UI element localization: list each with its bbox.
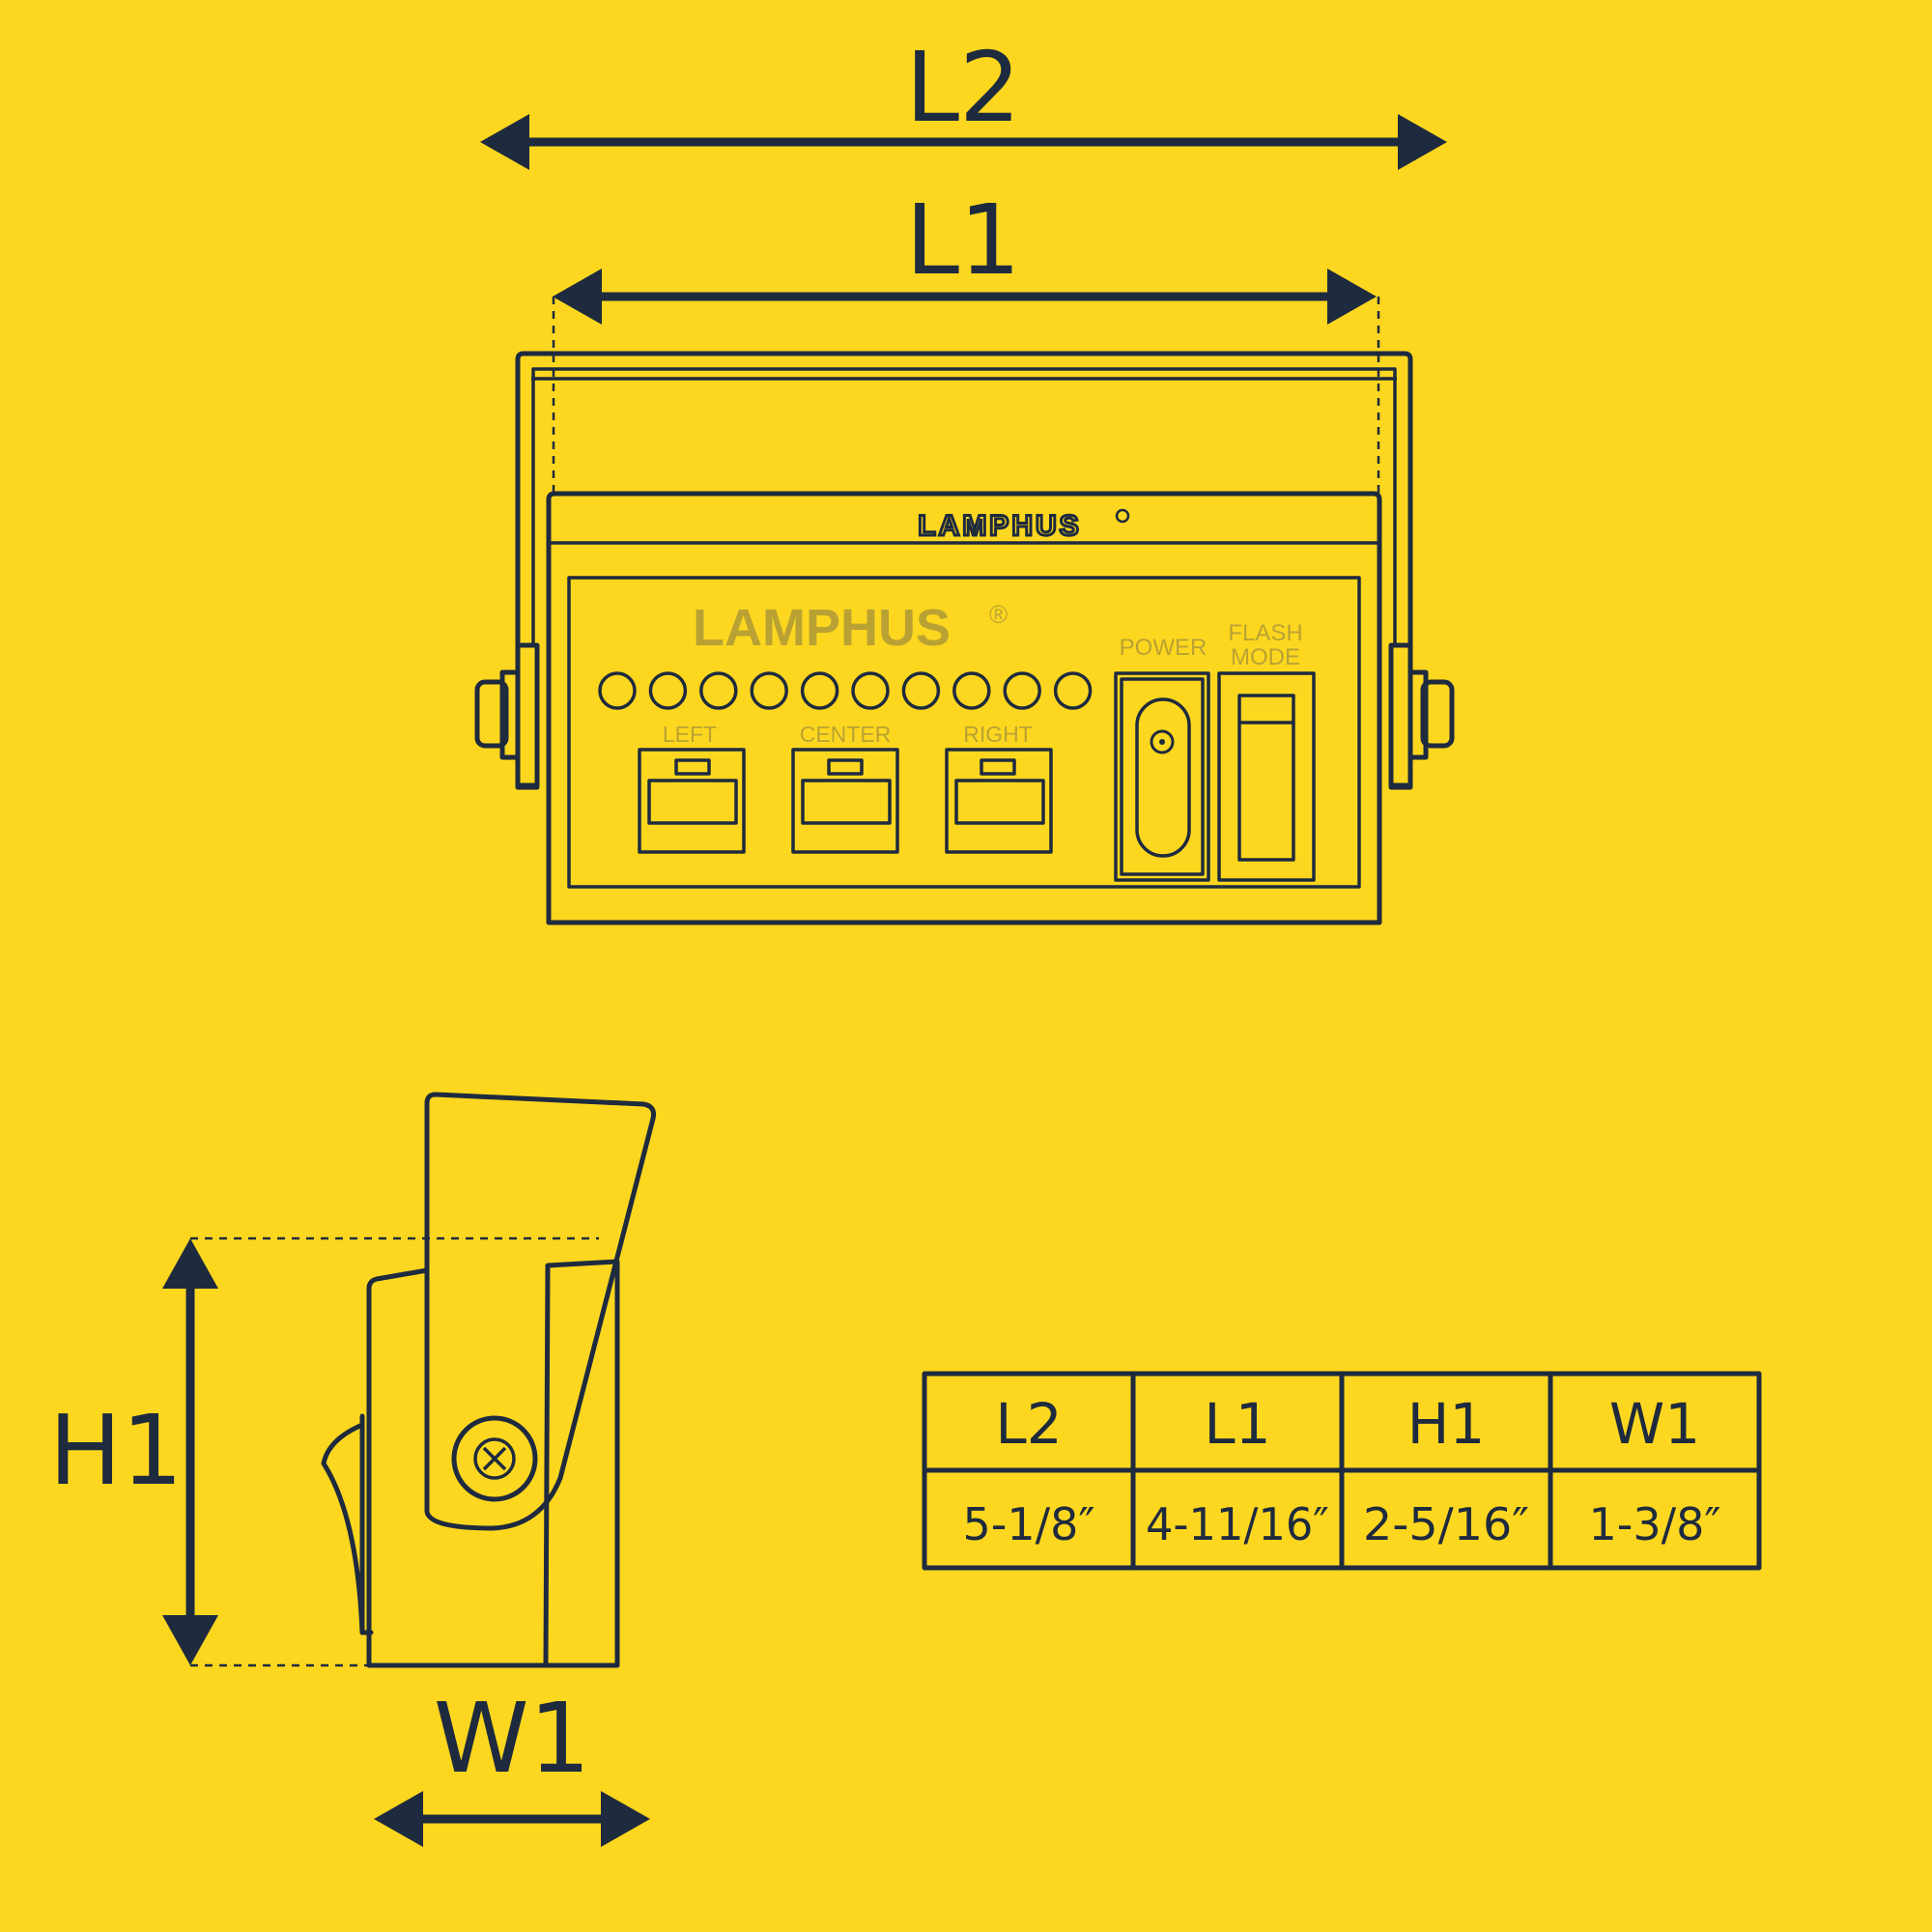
side-body-outline (366, 1259, 620, 1668)
left-button-key (647, 779, 738, 825)
led-indicator-2 (648, 671, 688, 710)
led-indicator-8 (952, 671, 991, 710)
led-row (598, 671, 1093, 710)
l2-right-arrowhead (1398, 114, 1447, 170)
left-button-indicator (674, 758, 711, 776)
power-switch-dot-icon (1150, 729, 1175, 754)
flash-label-line2: MODE (1231, 644, 1300, 670)
h1-bottom-arrowhead (162, 1615, 218, 1665)
power-switch-inner (1120, 677, 1205, 876)
side-body-back (366, 1267, 430, 1668)
controller-body (546, 491, 1382, 925)
center-button-key (801, 779, 892, 825)
led-indicator-6 (851, 671, 890, 710)
right-button-frame (945, 748, 1053, 854)
l2-label: L2 (905, 31, 1020, 144)
right-knob-icon (1420, 679, 1455, 749)
h1-dimension: H1 (49, 1236, 599, 1667)
side-view (321, 1092, 656, 1668)
led-indicator-5 (800, 671, 839, 710)
right-button[interactable] (945, 748, 1053, 854)
center-label: CENTER (800, 722, 892, 747)
top-logo: LAMPHUS (918, 510, 1081, 542)
h1-label: H1 (49, 1394, 184, 1507)
flash-switch-frame (1217, 671, 1316, 882)
flash-label-line1: FLASH (1228, 620, 1302, 646)
right-button-indicator (980, 758, 1016, 776)
l2-dimension: L2 (480, 31, 1447, 170)
panel-logo-registered: ® (989, 600, 1008, 629)
table-header-l1: L1 (1204, 1391, 1270, 1457)
l2-left-arrowhead (480, 114, 529, 170)
side-bracket-arm (424, 1092, 656, 1531)
table-value-w1: 1-3/8″ (1588, 1498, 1720, 1550)
screw-icon (451, 1415, 538, 1502)
table-value-l1: 4-11/16″ (1146, 1498, 1329, 1550)
led-indicator-4 (750, 671, 788, 710)
center-button[interactable] (791, 748, 899, 854)
w1-label: W1 (434, 1682, 591, 1795)
table-value-h1: 2-5/16″ (1363, 1498, 1529, 1550)
bracket-inner-edge (531, 367, 1397, 645)
top-logo-registered-icon (1115, 508, 1130, 524)
power-switch-frame (1114, 671, 1210, 882)
l1-label: L1 (905, 184, 1020, 297)
right-label: RIGHT (963, 722, 1033, 747)
front-view: LAMPHUS LAMPHUS ® LEFT CENTER RIGHT (474, 351, 1455, 925)
right-button-key (954, 779, 1045, 825)
table-header-l2: L2 (995, 1391, 1062, 1457)
left-pivot (515, 642, 540, 788)
power-switch[interactable] (1114, 671, 1210, 882)
screw-slot-b (482, 1446, 507, 1471)
center-button-frame (791, 748, 899, 854)
left-button[interactable] (638, 748, 746, 854)
led-indicator-3 (699, 671, 738, 710)
table-header-w1: W1 (1609, 1391, 1700, 1457)
dimension-table: L2 L1 H1 W1 5-1/8″ 4-11/16″ 2-5/16″ 1-3/… (922, 1371, 1762, 1571)
left-knob-icon (474, 679, 509, 749)
led-indicator-1 (598, 671, 637, 710)
mounting-bracket (515, 351, 1413, 790)
left-button-frame (638, 748, 746, 854)
flash-switch-slider (1237, 694, 1295, 862)
led-indicator-9 (1003, 671, 1041, 710)
flash-mode-switch[interactable] (1217, 671, 1316, 882)
power-switch-dot-center (1159, 739, 1165, 745)
table-header-h1: H1 (1407, 1391, 1486, 1457)
control-panel (567, 576, 1361, 889)
l1-dimension: L1 (552, 184, 1380, 493)
screw-head (473, 1437, 516, 1480)
power-label: POWER (1120, 635, 1208, 661)
right-pivot (1388, 642, 1413, 788)
power-switch-rocker (1135, 697, 1191, 858)
w1-dimension: W1 (374, 1682, 650, 1847)
w1-left-arrowhead (374, 1791, 423, 1847)
l1-left-arrowhead (553, 269, 602, 325)
w1-right-arrowhead (601, 1791, 650, 1847)
table-value-l2: 5-1/8″ (962, 1498, 1094, 1550)
side-knob-icon (321, 1422, 365, 1635)
led-indicator-7 (901, 671, 941, 710)
center-button-indicator (827, 758, 864, 776)
l1-right-arrowhead (1327, 269, 1377, 325)
left-label: LEFT (663, 722, 717, 747)
led-indicator-10 (1053, 671, 1093, 710)
h1-top-arrowhead (162, 1238, 218, 1289)
panel-logo: LAMPHUS (693, 599, 951, 657)
